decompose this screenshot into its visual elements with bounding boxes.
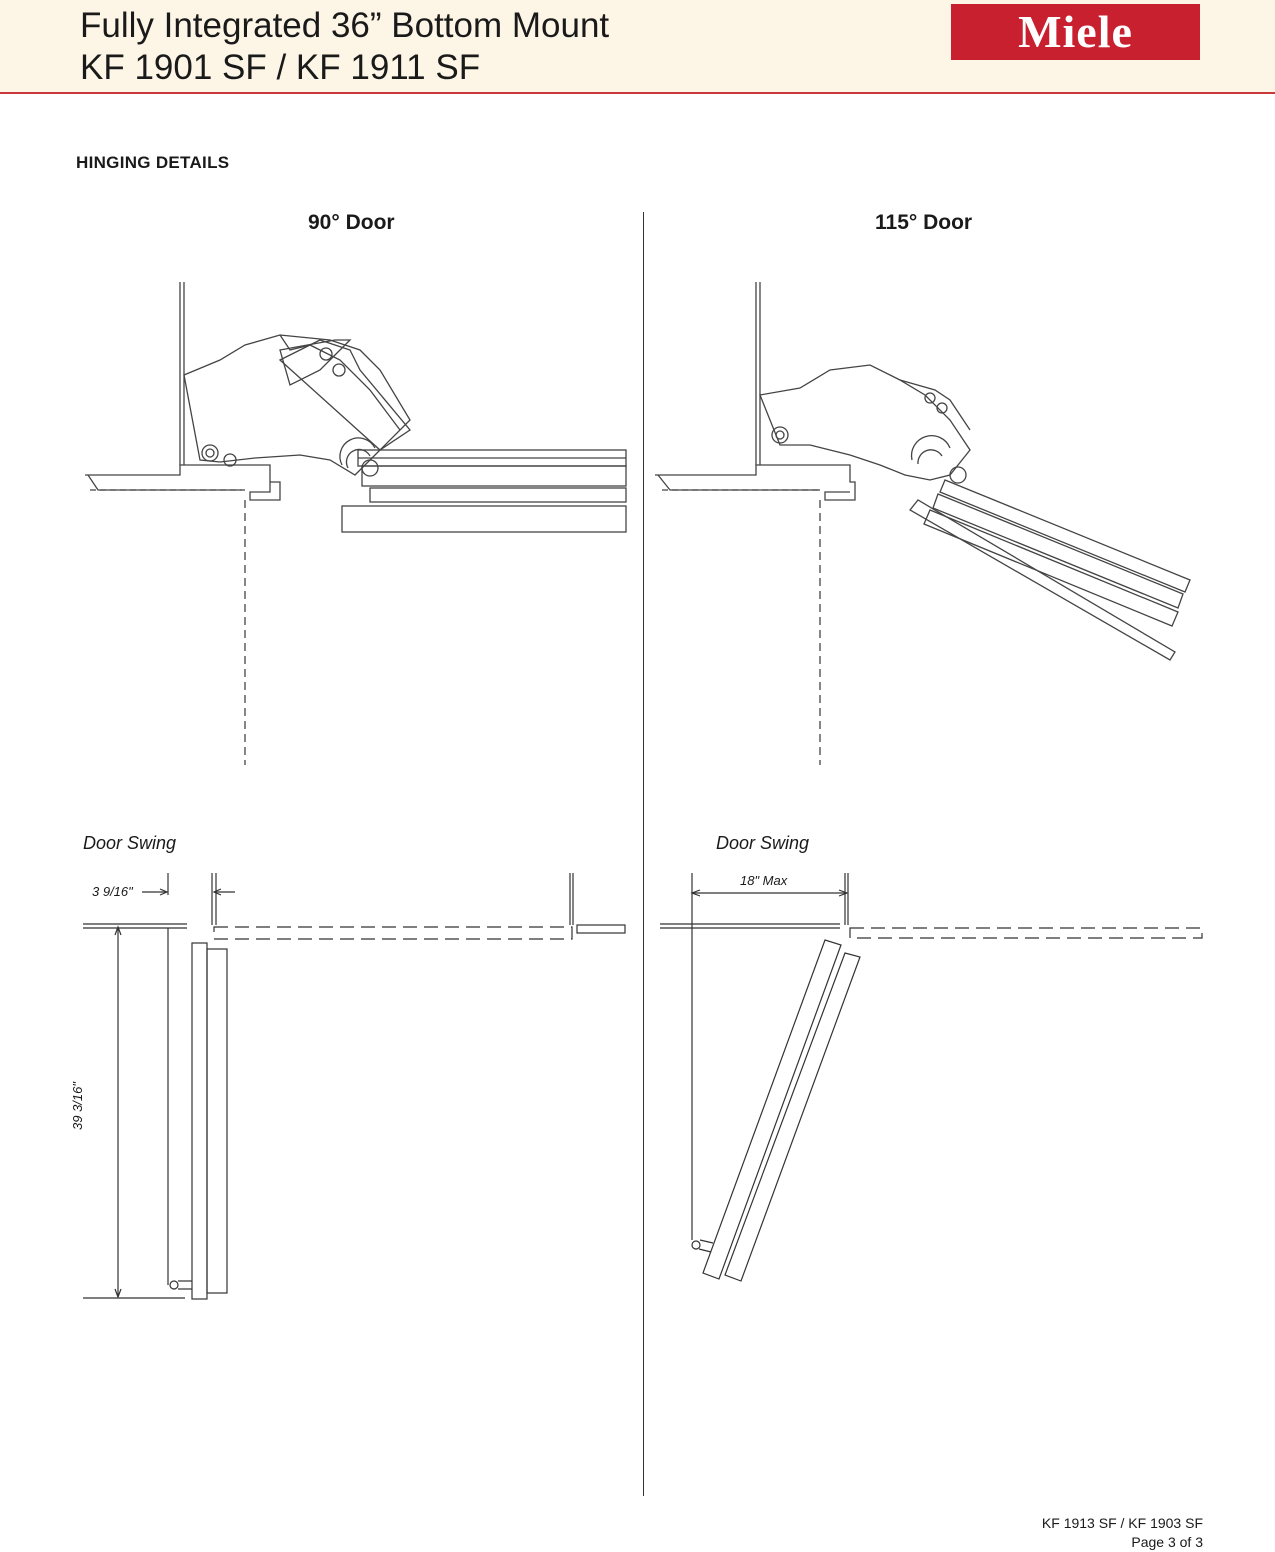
footer-model-numbers: KF 1913 SF / KF 1903 SF	[1041, 1515, 1203, 1531]
document-title-line-1: Fully Integrated 36” Bottom Mount	[80, 6, 610, 45]
right-column-title: 115° Door	[875, 211, 973, 234]
door-swing-90-plan-drawing	[83, 873, 626, 1300]
footer-page-number: Page 3 of 3	[1131, 1534, 1203, 1550]
brand-logo: Miele	[951, 4, 1200, 60]
door-swing-115-plan-drawing	[660, 873, 1203, 1282]
hinge-90-detail-drawing	[85, 282, 627, 765]
offset-dimension-label: 3 9/16"	[92, 884, 133, 899]
section-title: HINGING DETAILS	[76, 153, 230, 172]
left-column-title: 90° Door	[308, 211, 395, 234]
max-dimension-label: 18" Max	[740, 873, 788, 888]
depth-dimension-label: 39 3/16"	[70, 1082, 85, 1130]
document-title-line-2: KF 1901 SF / KF 1911 SF	[80, 48, 481, 87]
left-door-swing-label: Door Swing	[83, 833, 177, 853]
page-header: Fully Integrated 36” Bottom Mount KF 190…	[0, 0, 1275, 94]
hinge-115-detail-drawing	[655, 282, 1191, 765]
column-divider	[643, 212, 644, 1496]
right-door-swing-label: Door Swing	[716, 833, 810, 853]
